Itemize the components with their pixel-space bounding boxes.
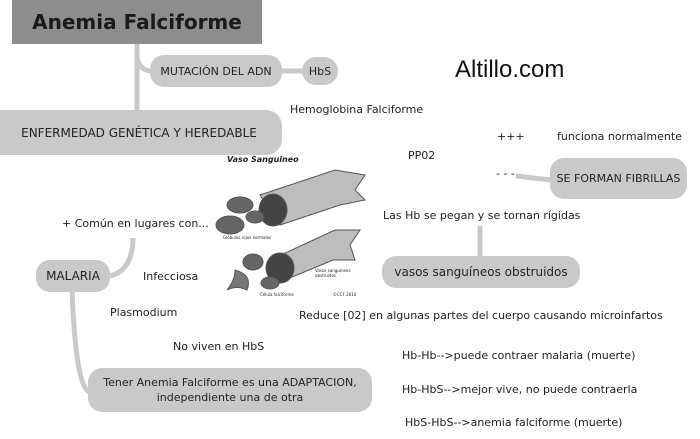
label-hbs-hbs: HbS-HbS-->anemia falciforme (muerte) (405, 416, 623, 429)
label-plus: +++ (497, 130, 525, 143)
label-plasmodium: Plasmodium (110, 306, 178, 319)
label-funciona: funciona normalmente (557, 130, 682, 143)
figure-label-normales: Glóbulos rojos normales (223, 235, 272, 240)
label-pp02: PP02 (408, 149, 436, 162)
node-adaptacion[interactable]: Tener Anemia Falciforme es una ADAPTACIO… (88, 368, 372, 412)
node-hbs[interactable]: HbS (302, 57, 338, 85)
blood-vessel-illustration (215, 169, 367, 291)
label-pegan: Las Hb se pegan y se tornan rígidas (383, 209, 581, 222)
adaptacion-line-1: Tener Anemia Falciforme es una ADAPTACIO… (103, 376, 357, 389)
label-no-viven: No viven en HbS (173, 340, 265, 353)
figure-credit: ©CCF 2014 (333, 292, 357, 297)
label-minus: - - - (496, 167, 515, 180)
label-infecciosa: Infecciosa (143, 270, 199, 283)
blood-vessel-figure: Vaso Sanguineo Glóbulos rojos normales V… (215, 150, 375, 300)
node-fibrillas[interactable]: SE FORMAN FIBRILLAS (550, 158, 687, 199)
label-hb-hb: Hb-Hb-->puede contraer malaria (muerte) (402, 349, 636, 362)
brand-logo-text: Altillo.com (455, 56, 565, 83)
figure-label-celula: Célula falciforme (260, 292, 294, 297)
figure-title: Vaso Sanguineo (227, 155, 299, 164)
node-enfermedad[interactable]: ENFERMEDAD GENÉTICA Y HEREDABLE (0, 110, 282, 155)
label-hemoglobina: Hemoglobina Falciforme (290, 103, 424, 116)
figure-label-obstruidos: Vasos sanguíneos obstruidos (315, 268, 351, 278)
node-mutacion[interactable]: MUTACIÓN DEL ADN (150, 55, 282, 87)
main-title-node[interactable]: Anemia Falciforme (12, 0, 262, 44)
label-hb-hbs: Hb-HbS-->mejor vive, no puede contraerla (402, 383, 638, 396)
label-comun: + Común en lugares con... (62, 217, 209, 230)
node-malaria[interactable]: MALARIA (36, 260, 110, 292)
adaptacion-line-2: independiente una de otra (156, 391, 304, 404)
node-vasos-obstruidos[interactable]: vasos sanguíneos obstruidos (382, 256, 580, 288)
label-reduce: Reduce [02] en algunas partes del cuerpo… (299, 309, 663, 322)
